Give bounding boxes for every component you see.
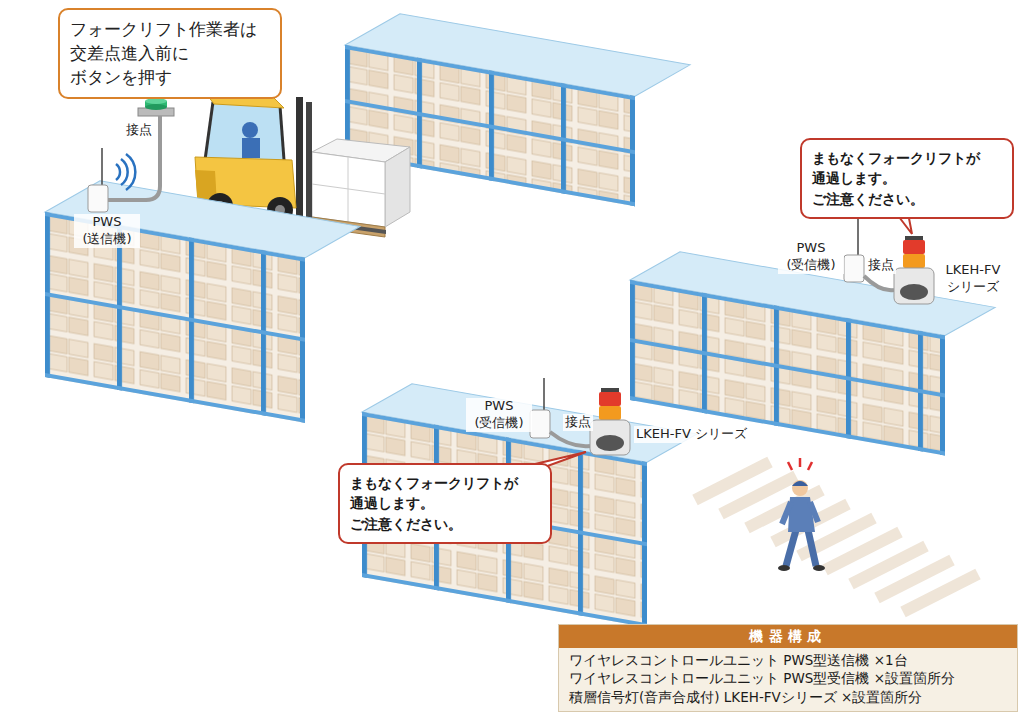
product-label: LKEH-FV シリーズ [938, 262, 1008, 296]
product-label: LKEH-FV シリーズ [634, 426, 749, 443]
equipment-item: ワイヤレスコントロールユニット PWS型受信機 ×設置箇所分 [559, 669, 1017, 688]
contact-wire [550, 432, 590, 446]
speech-text: まもなくフォークリフトが 通過します。ご注意ください。 [350, 473, 540, 534]
equipment-item: 積層信号灯(音声合成付) LKEH-FVシリーズ ×設置箇所分 [559, 688, 1017, 711]
device-label: PWS (受信機) [778, 240, 844, 274]
contact-label: 接点 [563, 414, 593, 431]
shelf-rack [45, 171, 360, 433]
instruction-callout: フォークリフト作業者は 交差点進入前に ボタンを押す [58, 8, 282, 99]
contact-wire [864, 276, 894, 290]
crosswalk [695, 462, 978, 612]
equipment-item: ワイヤレスコントロールユニット PWS型送信機 ×1台 [559, 651, 1017, 670]
worker-figure [778, 458, 825, 571]
contact-wire [108, 116, 160, 200]
callout-text: フォークリフト作業者は 交差点進入前に ボタンを押す [70, 18, 270, 89]
speech-bubble: まもなくフォークリフトが 通過します。ご注意ください。 [800, 138, 1014, 219]
pws-receiver [844, 215, 864, 282]
pws-transmitter [88, 148, 108, 212]
pws-receiver [530, 378, 550, 438]
signal-tower [590, 388, 630, 455]
speech-bubble: まもなくフォークリフトが 通過します。ご注意ください。 [338, 463, 552, 544]
equipment-list-box: 機器構成ワイヤレスコントロールユニット PWS型送信機 ×1台ワイヤレスコントロ… [558, 624, 1018, 712]
signal-tower [894, 236, 934, 304]
radio-waves [116, 154, 135, 190]
device-label: PWS (受信機) [466, 398, 532, 432]
push-button [138, 98, 174, 116]
panel-heading: 機器構成 [559, 625, 1017, 648]
speech-text: まもなくフォークリフトが 通過します。ご注意ください。 [812, 148, 1002, 209]
contact-label: 接点 [124, 122, 154, 139]
device-label: PWS (送信機) [74, 214, 140, 248]
contact-label: 接点 [866, 257, 896, 274]
